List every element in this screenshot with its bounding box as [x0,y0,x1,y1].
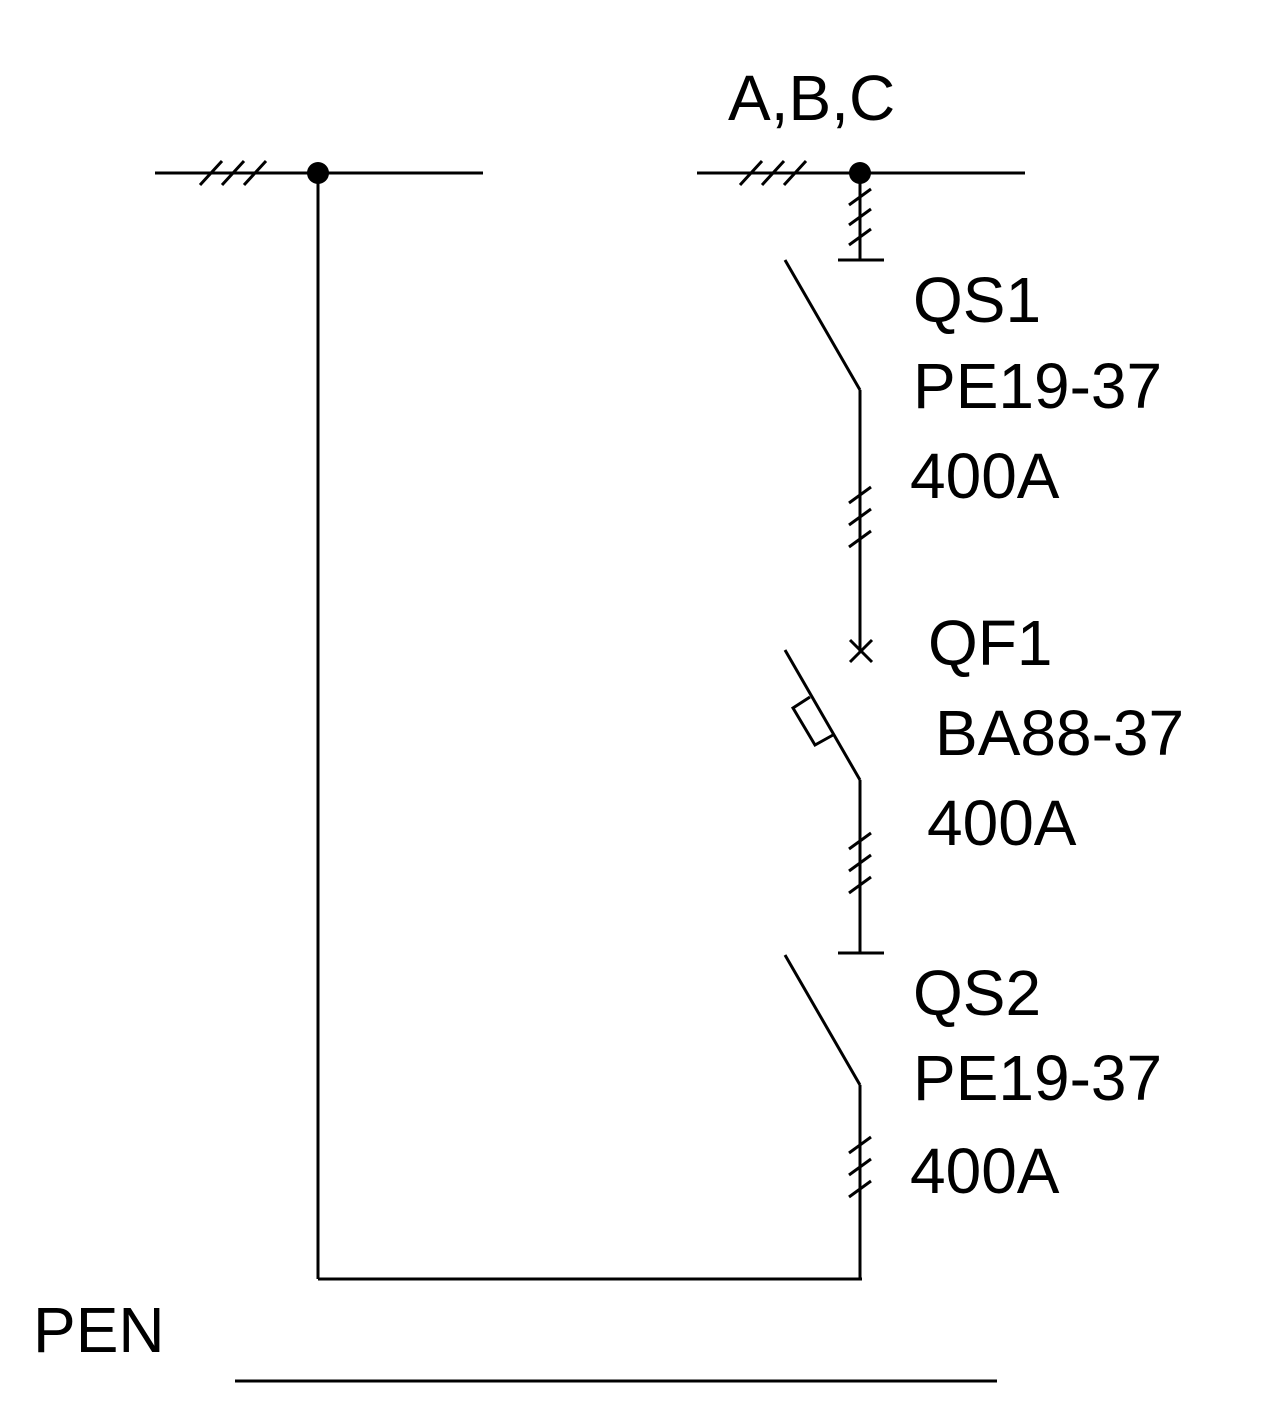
conductor-line [848,507,872,527]
qs2-designation: QS2 [913,957,1041,1029]
conductor-line [848,485,872,505]
conductor-line [198,159,224,187]
circuit-breaker-qf1 [783,638,884,955]
trip-element [790,695,834,748]
conductor-line [782,159,808,187]
conductor-line [848,1135,872,1155]
qs1-model: PE19-37 [913,350,1162,422]
switch-blade [783,259,862,391]
disconnector-qs2 [783,954,872,1279]
breaker-blade [783,649,862,781]
pen-label: PEN [33,1294,165,1366]
conductor-line [848,227,872,247]
switch-blade [783,954,862,1086]
conductor-line [848,207,872,227]
disconnector-qs1 [783,259,872,652]
conductor-line [738,159,764,187]
qs2-rating: 400A [910,1135,1060,1207]
qs1-rating: 400A [910,440,1060,512]
phases-label: A,B,C [728,62,895,134]
three-phase-ticks [198,159,268,187]
conductor-line [848,1179,872,1199]
qs2-model: PE19-37 [913,1042,1162,1114]
conductor-line [220,159,246,187]
conductor-line [848,187,872,207]
conductor-line [848,529,872,549]
conductor-line [848,853,872,873]
qf1-designation: QF1 [928,607,1052,679]
conductor-line [848,831,872,851]
breaker-cross-icon [848,638,874,664]
three-phase-ticks [738,159,808,187]
conductor-line [848,875,872,895]
qs1-designation: QS1 [913,264,1041,336]
conductor-line [760,159,786,187]
conductor-line [848,1157,872,1177]
qf1-rating: 400A [927,787,1077,859]
conductor-line [848,638,874,664]
qf1-model: BA88-37 [935,697,1184,769]
left-bus [155,159,862,1281]
three-phase-ticks [848,187,872,247]
conductor-line [242,159,268,187]
